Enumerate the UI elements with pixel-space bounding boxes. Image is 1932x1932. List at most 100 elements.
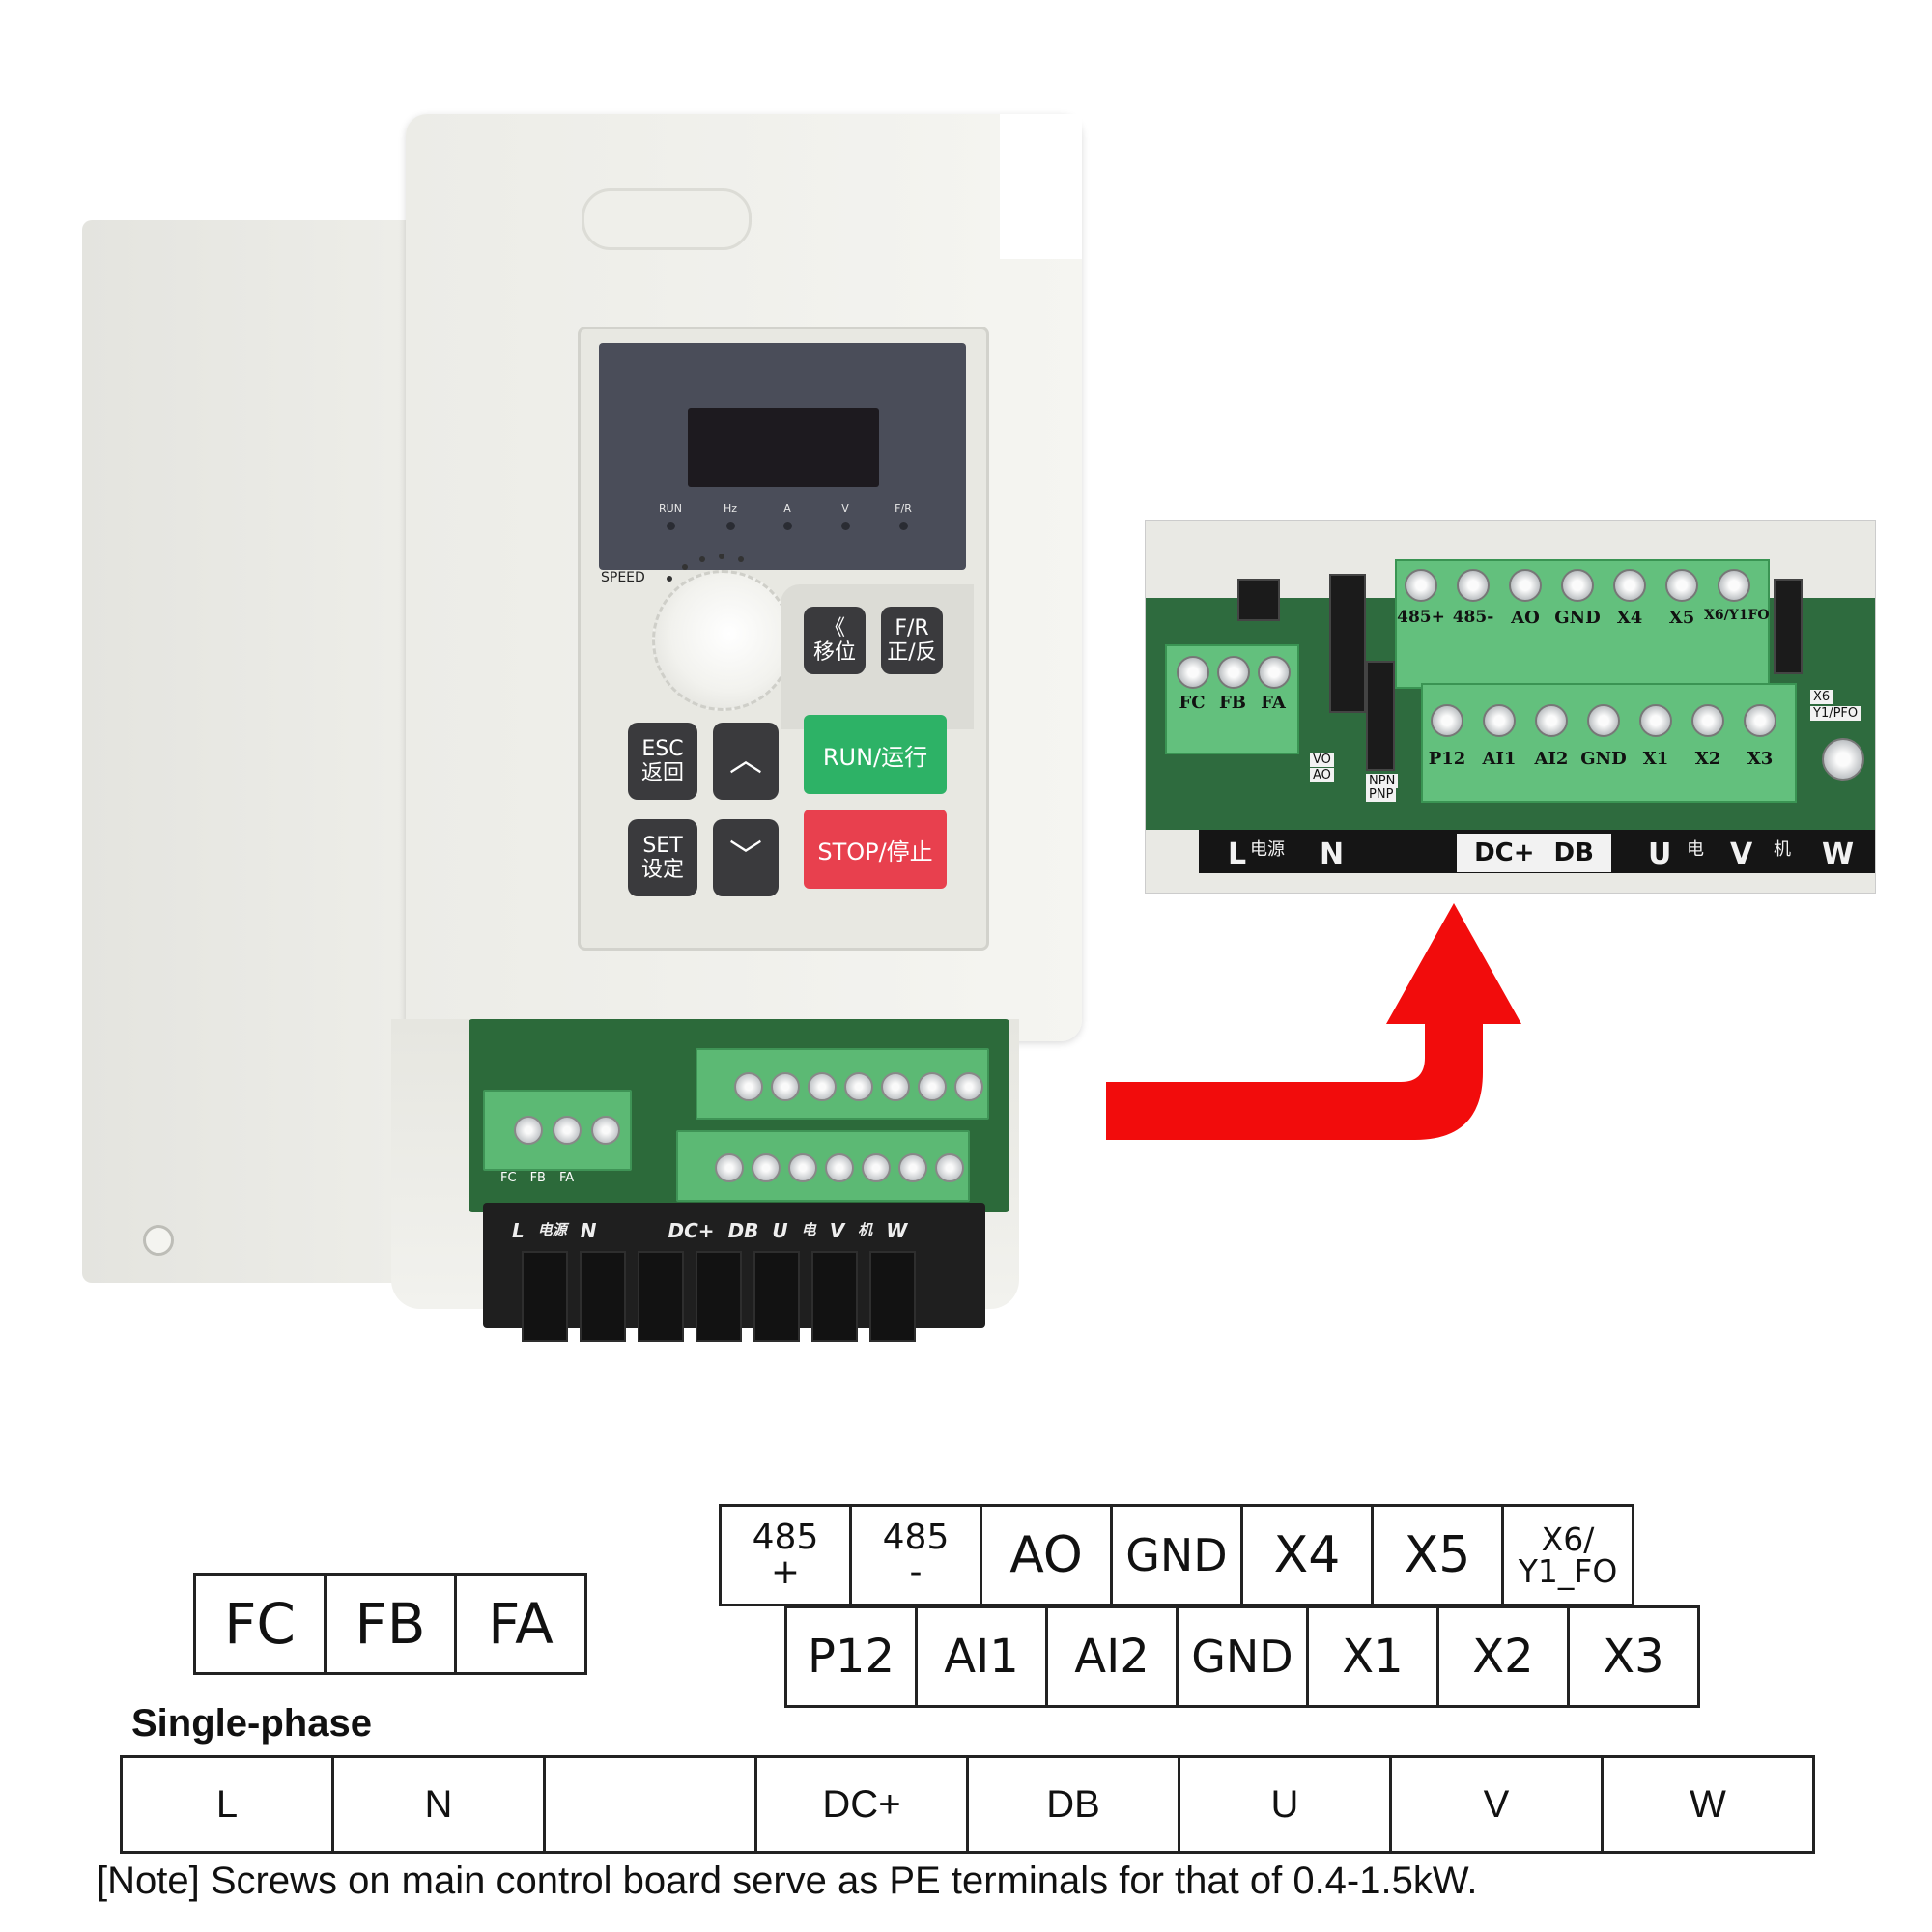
diagram-gnd-top: GND (1113, 1507, 1243, 1604)
diagram-x6-y1fo: X6/ Y1_FO (1504, 1507, 1632, 1604)
closeup-strip-l: L (1228, 838, 1247, 871)
strip-db: DB (727, 1219, 759, 1242)
diagram-x3: X3 (1603, 1630, 1664, 1684)
stop-key[interactable]: STOP/停止 (804, 810, 947, 889)
closeup-strip-w: W (1822, 838, 1855, 871)
vfd-side-panel (82, 220, 430, 1283)
speed-scale-dot (667, 576, 672, 582)
control-terminal-diagram-row1: 485 + 485 - AO GND X4 X5 X6/ Y1_FO (719, 1504, 1634, 1606)
terminal-screw (808, 1072, 837, 1101)
esc-key[interactable]: ESC 返回 (628, 723, 697, 800)
indicator-hz: Hz (723, 502, 738, 515)
closeup-screw (1258, 656, 1291, 689)
closeup-strip-power: 电源 (1250, 839, 1285, 860)
diagram-x4: X4 (1243, 1507, 1374, 1604)
pe-screw (1822, 738, 1864, 781)
terminal-screw (881, 1072, 910, 1101)
silk-pnp: PNP (1366, 787, 1397, 802)
diagram-power-l: L (123, 1758, 334, 1851)
power-slot (696, 1251, 742, 1342)
speed-knob[interactable] (652, 570, 793, 711)
indicator-run: RUN (659, 502, 682, 515)
closeup-screw (1587, 704, 1620, 737)
indicator-led-hz (726, 522, 735, 530)
closeup-screw (1405, 569, 1437, 602)
silk-ao: AO (1310, 768, 1334, 782)
strip-power: 电源 (537, 1221, 567, 1238)
diagram-p12: P12 (787, 1608, 918, 1705)
power-slot (869, 1251, 916, 1342)
diagram-485-plus-bottom: + (770, 1552, 801, 1592)
terminal-screw (954, 1072, 983, 1101)
power-slot (580, 1251, 626, 1342)
diagram-485-minus-top: 485 (882, 1518, 950, 1557)
closeup-screw (1177, 656, 1209, 689)
closeup-screw (1535, 704, 1568, 737)
diagram-fa: FA (488, 1591, 554, 1657)
closeup-label-485m: 485- (1452, 608, 1494, 627)
closeup-label-ai2: AI2 (1534, 749, 1569, 769)
indicator-led-v (841, 522, 850, 530)
diagram-fc: FC (196, 1576, 327, 1672)
strip-v: V (829, 1219, 845, 1242)
diagram-ai2: AI2 (1048, 1608, 1179, 1705)
led-display (688, 408, 879, 487)
terminal-screw (553, 1116, 582, 1145)
silk-fc: FC (500, 1171, 517, 1185)
diagram-power-db: DB (969, 1758, 1180, 1851)
closeup-strip-dc: DC+ (1474, 838, 1535, 867)
diagram-x5: X5 (1374, 1507, 1504, 1604)
terminal-screw (918, 1072, 947, 1101)
fr-key[interactable]: F/R 正/反 (881, 607, 943, 674)
run-key[interactable]: RUN/运行 (804, 715, 947, 794)
indicator-fr: F/R (895, 502, 912, 515)
relay-terminal-diagram: FC FB FA (193, 1573, 587, 1675)
closeup-label-x5: X5 (1668, 608, 1695, 628)
diagram-power-n: N (334, 1758, 546, 1851)
speed-label: SPEED (601, 570, 645, 585)
jumper (1329, 574, 1366, 713)
jumper (1366, 661, 1395, 771)
set-key[interactable]: SET 设定 (628, 819, 697, 896)
closeup-label-x6: X6/Y1FO (1704, 608, 1770, 623)
up-key[interactable]: ︿ (713, 723, 779, 800)
down-key[interactable]: ﹀ (713, 819, 779, 896)
closeup-label-gnd-top: GND (1554, 608, 1601, 628)
closeup-screw (1483, 704, 1516, 737)
diagram-x2: X2 (1439, 1608, 1570, 1705)
terminal-screw (591, 1116, 620, 1145)
device-strip-labels: L 电源 N DC+ DB U 电 V 机 W (512, 1219, 907, 1242)
power-slot (811, 1251, 858, 1342)
shift-key[interactable]: 《 移位 (804, 607, 866, 674)
diagram-power-empty (546, 1758, 757, 1851)
diagram-ai1: AI1 (918, 1608, 1048, 1705)
closeup-screw (1665, 569, 1698, 602)
terminal-screw (825, 1153, 854, 1182)
diagram-power-w: W (1690, 1782, 1726, 1826)
mount-hole (143, 1225, 174, 1256)
pe-note: [Note] Screws on main control board serv… (97, 1860, 1478, 1902)
power-slot (638, 1251, 684, 1342)
speed-scale-dot (699, 556, 705, 562)
diagram-power-dc: DC+ (757, 1758, 969, 1851)
red-arrow-icon (1106, 903, 1521, 1140)
closeup-screw (1744, 704, 1776, 737)
indicator-led-fr (899, 522, 908, 530)
closeup-screw (1613, 569, 1646, 602)
closeup-strip-u: U (1648, 838, 1672, 871)
silk-vo: VO (1310, 753, 1334, 767)
vfd-vent-slot (582, 188, 752, 250)
diagram-485-plus: 485 + (722, 1507, 852, 1604)
silk-y1pfo: Y1/PFO (1810, 706, 1861, 721)
closeup-screw (1718, 569, 1750, 602)
terminal-screw (898, 1153, 927, 1182)
speed-scale-dot (719, 554, 724, 559)
diagram-ao: AO (982, 1507, 1113, 1604)
diagram-x1: X1 (1309, 1608, 1439, 1705)
closeup-label-ao: AO (1511, 608, 1540, 628)
power-terminal-diagram: L N DC+ DB U V W (120, 1755, 1815, 1854)
silk-fa: FA (558, 1171, 575, 1185)
closeup-label-gnd-bottom: GND (1580, 749, 1627, 769)
terminal-screw (935, 1153, 964, 1182)
relay-silk-labels: FC FB FA (500, 1171, 574, 1185)
